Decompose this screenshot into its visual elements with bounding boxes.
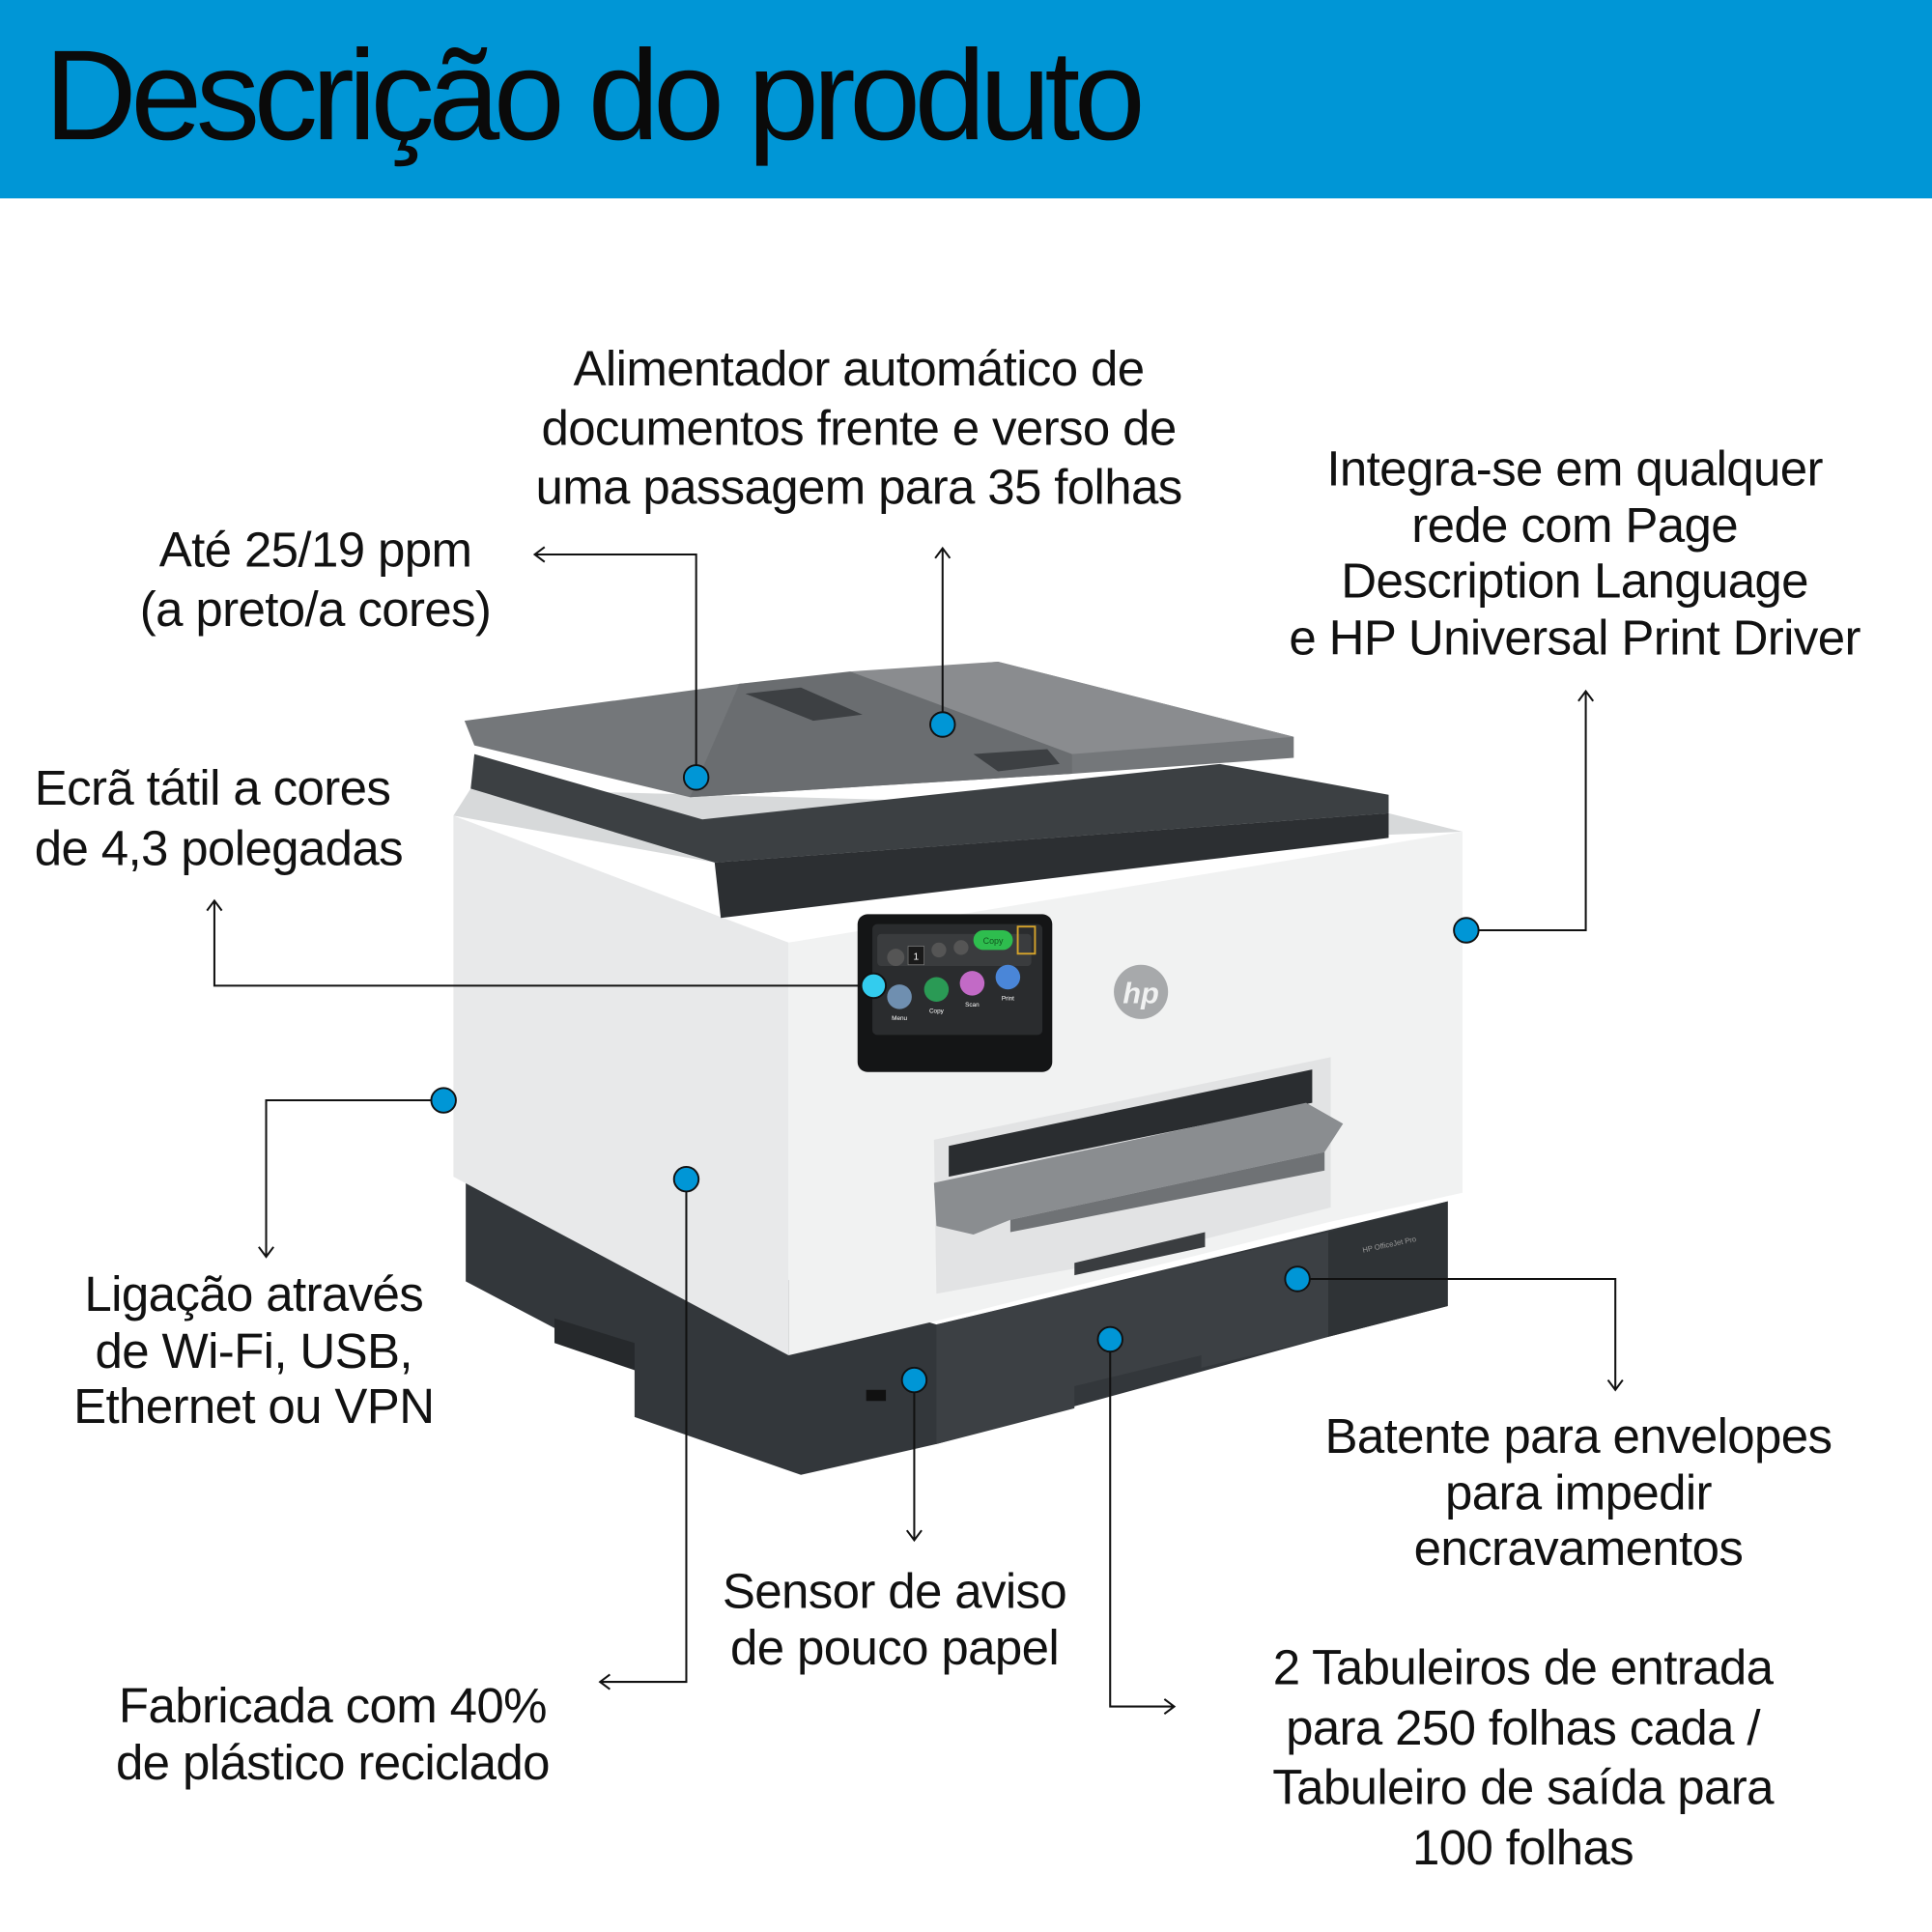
- dot-recycled: [672, 1165, 700, 1193]
- body-left-face: [453, 815, 789, 1356]
- dot-connectivity: [430, 1087, 457, 1114]
- dot-envelope: [1284, 1265, 1311, 1293]
- line-touchscreen: [213, 900, 874, 987]
- copy-start-button: Copy: [983, 936, 1004, 946]
- copies-count: 1: [914, 952, 920, 963]
- dot-trays: [1096, 1325, 1123, 1353]
- line-connectivity: [265, 1099, 444, 1258]
- dot-speed: [682, 764, 710, 791]
- dot-network: [1453, 917, 1480, 944]
- tray-2: [936, 1232, 1328, 1444]
- app-menu: Menu: [892, 1015, 907, 1022]
- usb-port-icon: [866, 1389, 887, 1402]
- line-envelope: [1297, 1277, 1617, 1390]
- header-banner: Descrição do produto: [0, 0, 1932, 199]
- app-copy: Copy: [929, 1008, 945, 1014]
- line-speed: [534, 553, 697, 778]
- line-trays: [1109, 1339, 1175, 1708]
- line-recycled: [600, 1179, 688, 1684]
- app-scan: Scan: [965, 1002, 980, 1009]
- touchscreen[interactable]: 1 Copy Menu Copy Scan Print: [857, 914, 1053, 1072]
- callout-recycled: Fabricada com 40%de plástico reciclado: [115, 1679, 551, 1790]
- svg-text:hp: hp: [1122, 977, 1158, 1009]
- callout-lines: [206, 546, 1624, 1716]
- app-print: Print: [1002, 996, 1014, 1003]
- hp-logo: hp: [1114, 964, 1169, 1019]
- dot-touchscreen: [860, 972, 888, 1000]
- dot-sensor: [900, 1366, 928, 1394]
- callout-speed: Até 25/19 ppm(a preto/a cores): [139, 524, 492, 638]
- dot-adf: [929, 711, 956, 738]
- line-network: [1465, 691, 1587, 932]
- page-title: Descrição do produto: [43, 24, 1146, 168]
- scanner-body: [470, 753, 1389, 863]
- output-tray: [933, 1102, 1344, 1236]
